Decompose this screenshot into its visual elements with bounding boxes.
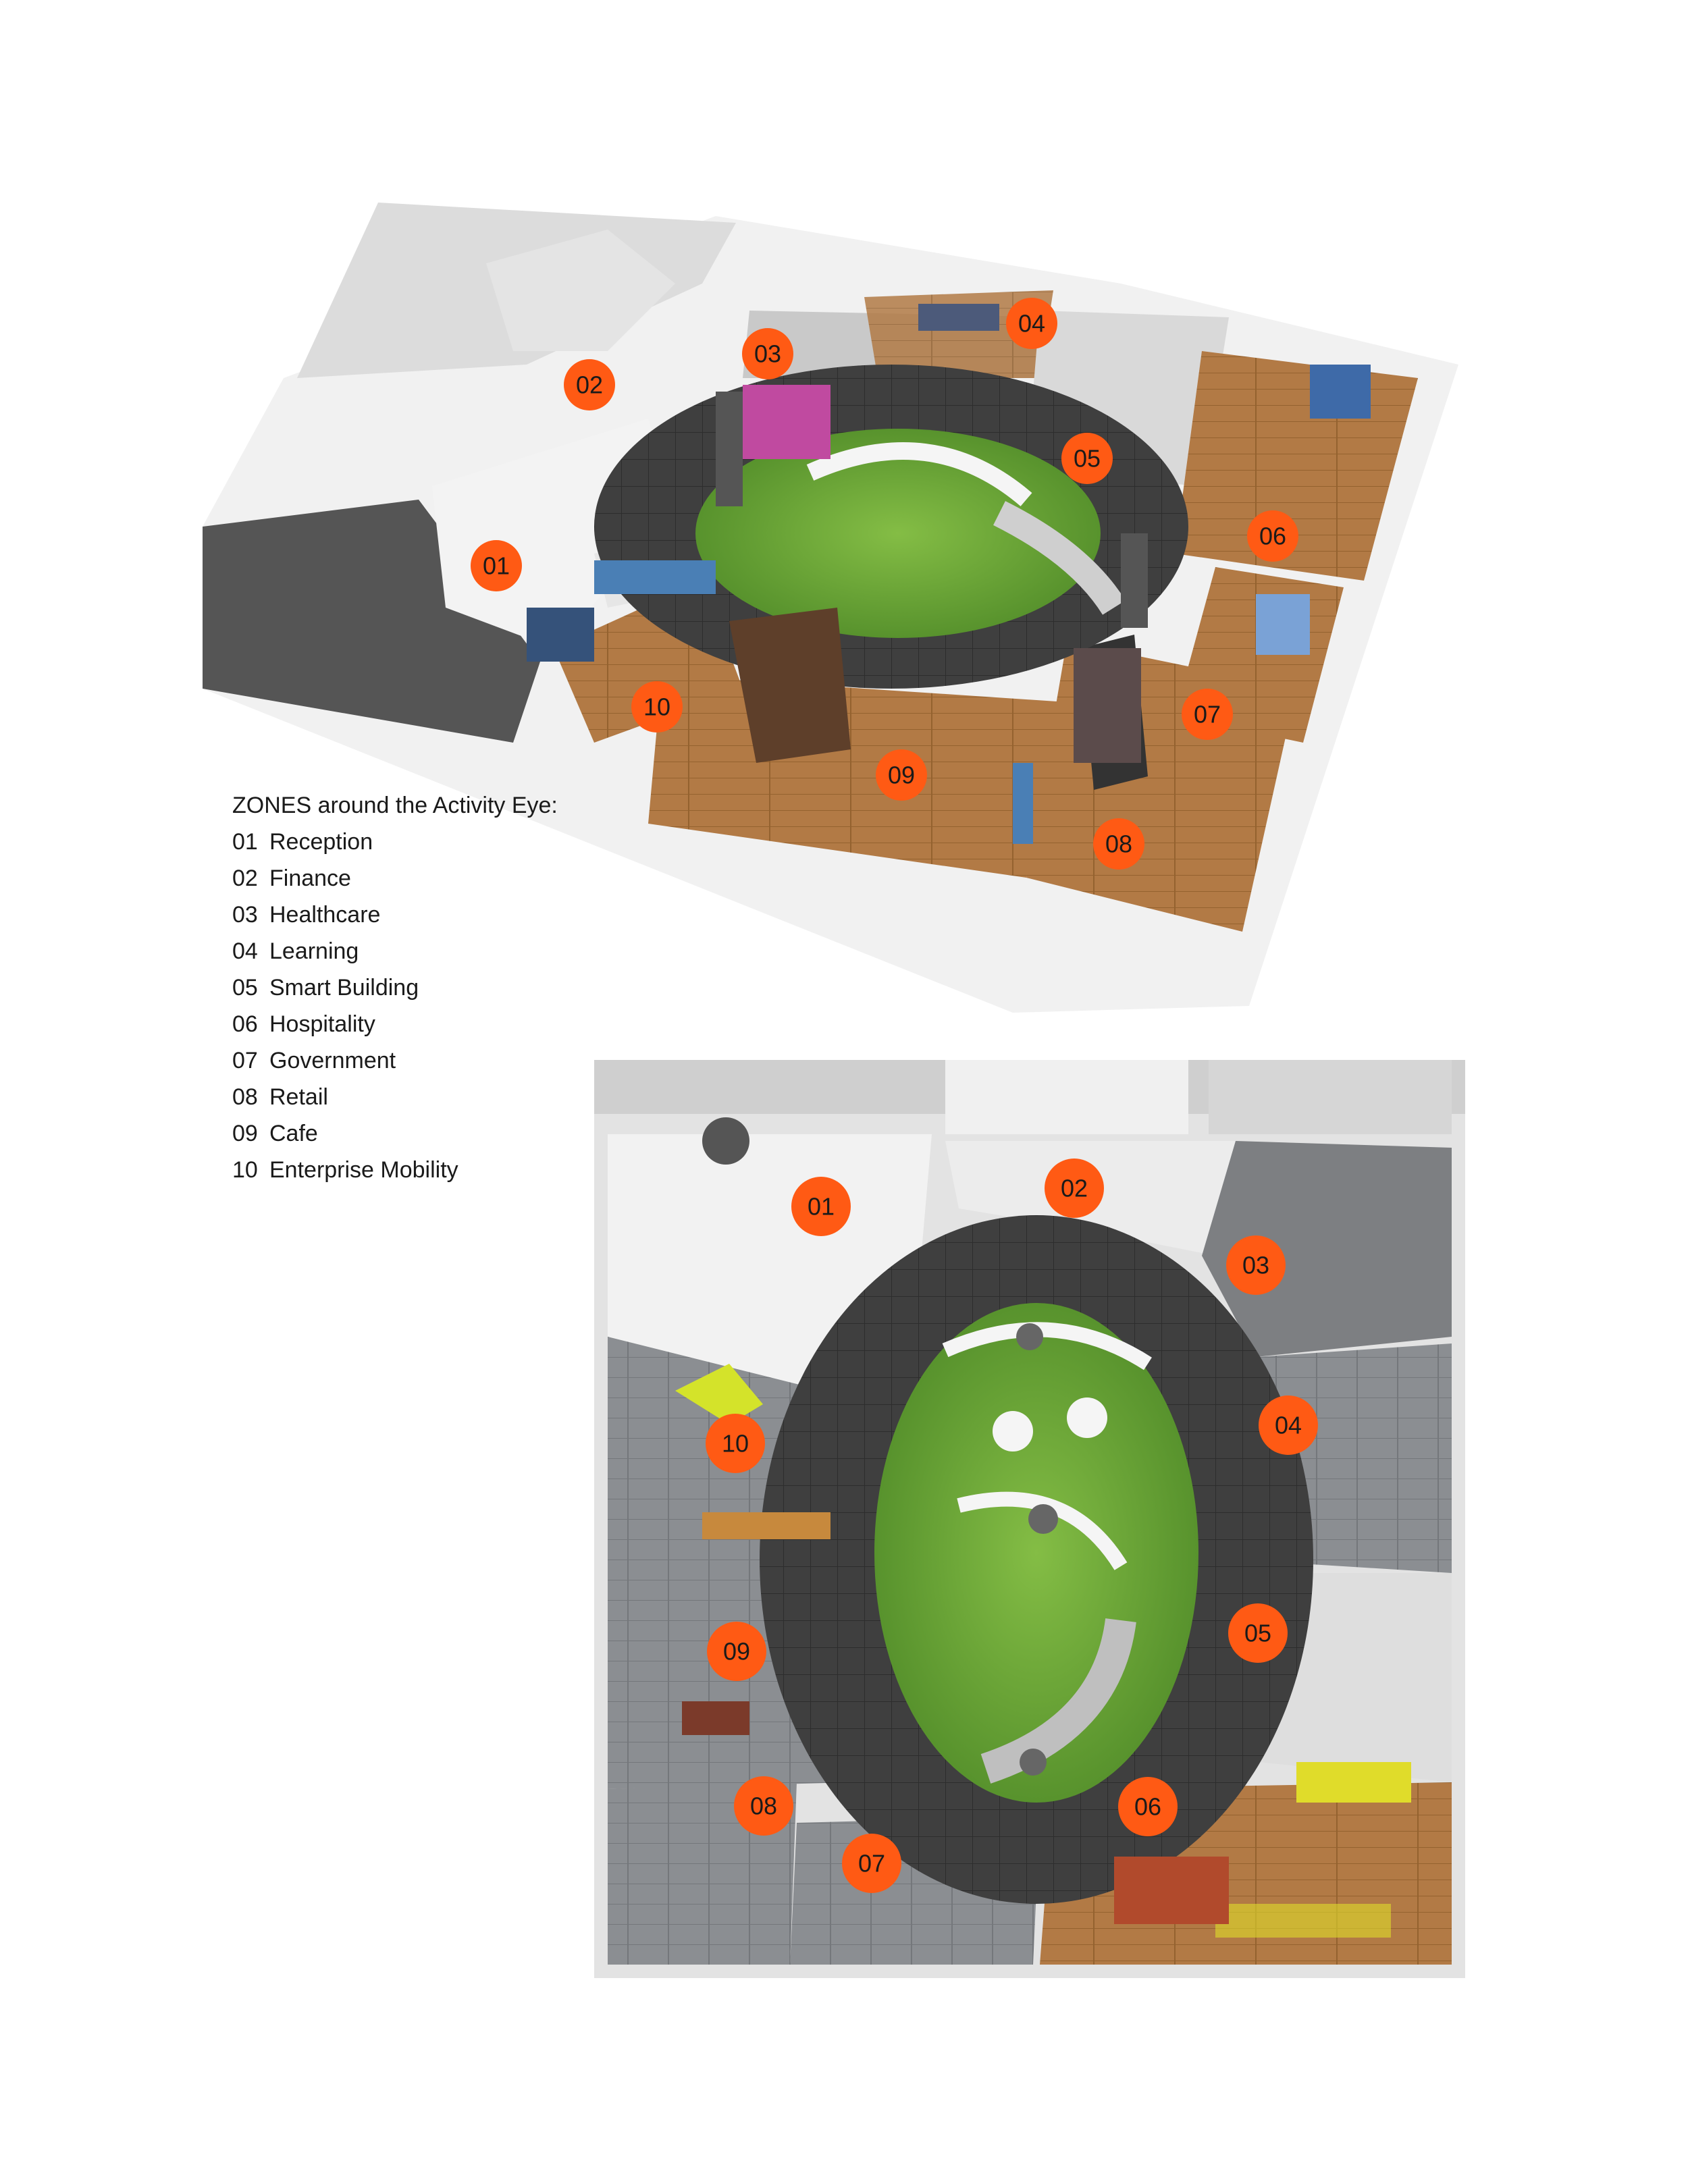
zone-marker-label: 08: [750, 1792, 777, 1820]
zone-marker-circle: [1061, 433, 1113, 484]
zone-marker-3d-04: 04: [1006, 298, 1057, 349]
zone-marker-plan-05: 05: [1228, 1603, 1288, 1663]
zone-marker-plan-02: 02: [1045, 1158, 1104, 1218]
zone-number: 04: [232, 938, 258, 964]
zone-marker-circle: [791, 1177, 851, 1236]
zone-marker-label: 05: [1074, 445, 1101, 473]
zone-marker-plan-07: 07: [842, 1834, 901, 1893]
zone-marker-label: 02: [576, 371, 603, 399]
zone-number: 01: [232, 829, 258, 855]
zone-marker-label: 04: [1275, 1412, 1302, 1439]
zone-number: 08: [232, 1084, 258, 1110]
zone-number: 09: [232, 1121, 258, 1146]
zone-marker-3d-09: 09: [876, 749, 927, 801]
zone-legend-item: 07 Government: [232, 1042, 558, 1079]
zone-name: Hospitality: [269, 1011, 375, 1037]
zone-name: Finance: [269, 865, 351, 891]
zone-marker-circle: [471, 540, 522, 591]
zone-marker-circle: [631, 681, 683, 733]
zone-name: Learning: [269, 938, 359, 964]
zone-number: 05: [232, 975, 258, 1001]
zone-marker-plan-03: 03: [1226, 1235, 1286, 1295]
top-down-plan: [594, 1060, 1465, 1978]
zone-legend-item: 03 Healthcare: [232, 897, 558, 933]
zone-number: 07: [232, 1048, 258, 1073]
perspective-render: [203, 203, 1458, 1013]
zone-marker-label: 03: [754, 340, 781, 368]
zone-number: 06: [232, 1011, 258, 1037]
zone-marker-label: 07: [1194, 701, 1221, 728]
zone-marker-plan-06: 06: [1118, 1777, 1178, 1836]
zone-marker-label: 02: [1061, 1175, 1088, 1202]
zone-legend-item: 06 Hospitality: [232, 1006, 558, 1042]
zone-marker-label: 06: [1259, 523, 1286, 550]
zone-marker-label: 09: [888, 762, 915, 789]
zone-marker-circle: [734, 1776, 793, 1836]
zone-marker-label: 01: [483, 552, 510, 580]
zone-marker-label: 05: [1244, 1620, 1271, 1647]
zone-marker-circle: [1093, 818, 1144, 870]
zone-marker-3d-07: 07: [1182, 689, 1233, 740]
zone-marker-circle: [842, 1834, 901, 1893]
zone-legend-item: 09 Cafe: [232, 1115, 558, 1152]
zone-name: Reception: [269, 829, 373, 855]
zone-marker-circle: [1226, 1235, 1286, 1295]
zone-legend-item: 02 Finance: [232, 860, 558, 897]
zone-marker-3d-05: 05: [1061, 433, 1113, 484]
zone-name: Retail: [269, 1084, 328, 1110]
zone-markers: 01 01 02 02 03 03 04 04 05 05 06 06 07 07 08 08 09 09 10 10: [471, 298, 1318, 1893]
zone-legend-item: 01 Reception: [232, 824, 558, 860]
zone-name: Enterprise Mobility: [269, 1157, 458, 1183]
zone-marker-circle: [707, 1622, 766, 1681]
zone-legend: ZONES around the Activity Eye: 01 Recepti…: [232, 787, 558, 1188]
zone-marker-3d-10: 10: [631, 681, 683, 733]
zone-marker-label: 10: [722, 1430, 749, 1458]
zone-marker-label: 01: [808, 1193, 835, 1221]
zone-marker-label: 08: [1105, 830, 1132, 858]
zone-marker-3d-06: 06: [1247, 510, 1298, 562]
zone-marker-3d-08: 08: [1093, 818, 1144, 870]
zone-marker-3d-02: 02: [564, 359, 615, 410]
zone-marker-plan-09: 09: [707, 1622, 766, 1681]
zone-number: 03: [232, 902, 258, 928]
zone-marker-plan-01: 01: [791, 1177, 851, 1236]
zone-marker-circle: [876, 749, 927, 801]
zone-marker-plan-04: 04: [1259, 1395, 1318, 1455]
zone-number: 02: [232, 865, 258, 891]
zone-legend-item: 08 Retail: [232, 1079, 558, 1115]
zone-marker-circle: [1228, 1603, 1288, 1663]
zone-marker-circle: [742, 328, 793, 379]
zone-number: 10: [232, 1157, 258, 1183]
zone-legend-item: 05 Smart Building: [232, 969, 558, 1006]
zone-marker-circle: [1118, 1777, 1178, 1836]
zone-legend-item: 04 Learning: [232, 933, 558, 969]
zone-marker-plan-08: 08: [734, 1776, 793, 1836]
zone-marker-label: 03: [1242, 1252, 1269, 1279]
zone-name: Smart Building: [269, 975, 419, 1001]
zone-marker-circle: [1259, 1395, 1318, 1455]
zone-marker-label: 09: [723, 1638, 750, 1666]
zone-marker-circle: [1045, 1158, 1104, 1218]
zone-marker-plan-10: 10: [706, 1414, 765, 1473]
zone-marker-circle: [706, 1414, 765, 1473]
zone-marker-label: 04: [1018, 310, 1045, 338]
zone-marker-3d-03: 03: [742, 328, 793, 379]
zone-marker-circle: [1247, 510, 1298, 562]
zone-list: 01 Reception 02 Finance 03 Healthcare 04 Learni…: [232, 824, 558, 1188]
zone-marker-circle: [564, 359, 615, 410]
zone-marker-circle: [1006, 298, 1057, 349]
zone-marker-label: 06: [1134, 1793, 1161, 1821]
zone-marker-circle: [1182, 689, 1233, 740]
zone-marker-label: 07: [858, 1850, 885, 1877]
zone-marker-label: 10: [643, 693, 670, 721]
zone-name: Cafe: [269, 1121, 318, 1146]
zone-legend-item: 10 Enterprise Mobility: [232, 1152, 558, 1188]
zone-marker-3d-01: 01: [471, 540, 522, 591]
legend-heading: ZONES around the Activity Eye:: [232, 793, 558, 818]
zone-name: Government: [269, 1048, 396, 1073]
zone-name: Healthcare: [269, 902, 381, 928]
